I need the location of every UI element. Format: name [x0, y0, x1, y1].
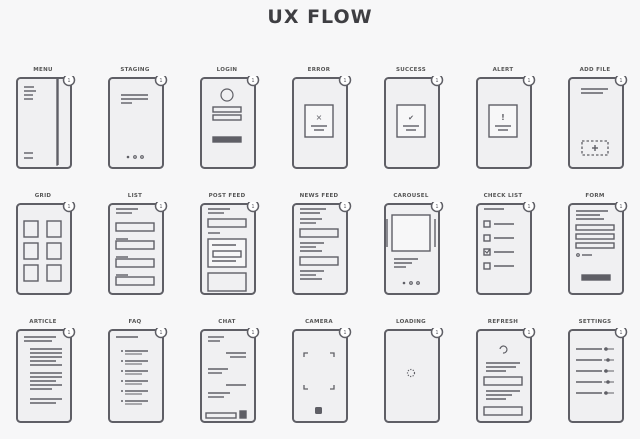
badge-icon: 1 — [522, 328, 536, 339]
wireframe-checklist: 1 — [476, 202, 536, 295]
badge-icon: 1 — [338, 76, 352, 87]
wireframe-success: ✔ 1 — [384, 76, 444, 169]
wireframe-chat: 1 — [200, 328, 260, 423]
badge-count: 1 — [67, 330, 70, 336]
wireframe-carousel: 1 — [384, 202, 444, 295]
screen-label: CHAT — [218, 319, 236, 325]
badge-icon: 1 — [614, 76, 628, 87]
badge-icon: 1 — [62, 202, 76, 213]
badge-count: 1 — [159, 78, 162, 84]
screen-label: NEWS FEED — [299, 193, 339, 199]
screen-label: SETTINGS — [578, 319, 612, 325]
badge-count: 1 — [67, 78, 70, 84]
screen-label: SUCCESS — [395, 67, 427, 73]
wireframe-list: 1 — [108, 202, 168, 295]
badge-icon: 1 — [614, 328, 628, 339]
badge-count: 1 — [251, 204, 254, 210]
screen-label: MENU — [33, 67, 53, 73]
screen-label: ALERT — [492, 67, 514, 73]
badge-icon: 1 — [522, 76, 536, 87]
wireframe-newsfeed: 1 — [292, 202, 352, 295]
svg-text:!: ! — [501, 113, 505, 122]
wireframe-addfile: 1 — [568, 76, 628, 169]
badge-icon: 1 — [246, 202, 260, 213]
badge-count: 1 — [343, 204, 346, 210]
wireframe-faq: 1 — [108, 328, 168, 423]
screen-label: ERROR — [307, 67, 331, 73]
wireframe-alert: ! 1 — [476, 76, 536, 169]
badge-count: 1 — [527, 204, 530, 210]
wireframe-article: 1 — [16, 328, 76, 423]
wireframe-postfeed: 1 — [200, 202, 260, 295]
screen-label: POST FEED — [208, 193, 246, 199]
wireframe-error: × 1 — [292, 76, 352, 169]
screen-label: STAGING — [120, 67, 150, 73]
badge-icon: 1 — [614, 202, 628, 213]
wireframe-settings: 1 — [568, 328, 628, 423]
badge-count: 1 — [67, 204, 70, 210]
badge-icon: 1 — [430, 328, 444, 339]
screen-label: FAQ — [128, 319, 142, 325]
screen-label: ADD FILE — [579, 67, 611, 73]
screen-label: LIST — [127, 193, 143, 199]
badge-icon: 1 — [246, 328, 260, 339]
screen-label: CAMERA — [305, 319, 333, 325]
svg-text:×: × — [316, 113, 323, 122]
badge-count: 1 — [343, 78, 346, 84]
screen-label: FORM — [585, 193, 605, 199]
wireframe-camera: 1 — [292, 328, 352, 423]
wireframe-grid: 1 — [16, 202, 76, 295]
badge-count: 1 — [159, 204, 162, 210]
page-title: UX FLOW — [267, 6, 373, 28]
screen-label: REFRESH — [487, 319, 519, 325]
badge-icon: 1 — [62, 76, 76, 87]
badge-icon: 1 — [338, 328, 352, 339]
badge-count: 1 — [619, 78, 622, 84]
screen-label: LOADING — [396, 319, 426, 325]
badge-count: 1 — [619, 330, 622, 336]
badge-icon: 1 — [246, 76, 260, 87]
wireframe-login: 1 — [200, 76, 260, 169]
badge-count: 1 — [435, 78, 438, 84]
badge-icon: 1 — [430, 202, 444, 213]
badge-count: 1 — [159, 330, 162, 336]
wireframe-menu: 1 — [16, 76, 76, 169]
badge-count: 1 — [343, 330, 346, 336]
badge-count: 1 — [251, 330, 254, 336]
wireframe-loading: 1 — [384, 328, 444, 423]
screen-label: ARTICLE — [29, 319, 57, 325]
screen-label: CHECK LIST — [483, 193, 523, 199]
badge-icon: 1 — [154, 76, 168, 87]
badge-icon: 1 — [154, 202, 168, 213]
badge-icon: 1 — [430, 76, 444, 87]
screen-label: LOGIN — [216, 67, 238, 73]
badge-icon: 1 — [62, 328, 76, 339]
badge-icon: 1 — [522, 202, 536, 213]
badge-count: 1 — [251, 78, 254, 84]
badge-icon: 1 — [338, 202, 352, 213]
screen-label: GRID — [34, 193, 52, 199]
badge-count: 1 — [619, 204, 622, 210]
svg-text:✔: ✔ — [408, 114, 414, 122]
badge-count: 1 — [527, 78, 530, 84]
badge-count: 1 — [527, 330, 530, 336]
badge-count: 1 — [435, 204, 438, 210]
badge-icon: 1 — [154, 328, 168, 339]
wireframe-form: 1 — [568, 202, 628, 295]
screen-label: CAROUSEL — [393, 193, 429, 199]
wireframe-staging: 1 — [108, 76, 168, 169]
wireframe-refresh: 1 — [476, 328, 536, 423]
badge-count: 1 — [435, 330, 438, 336]
